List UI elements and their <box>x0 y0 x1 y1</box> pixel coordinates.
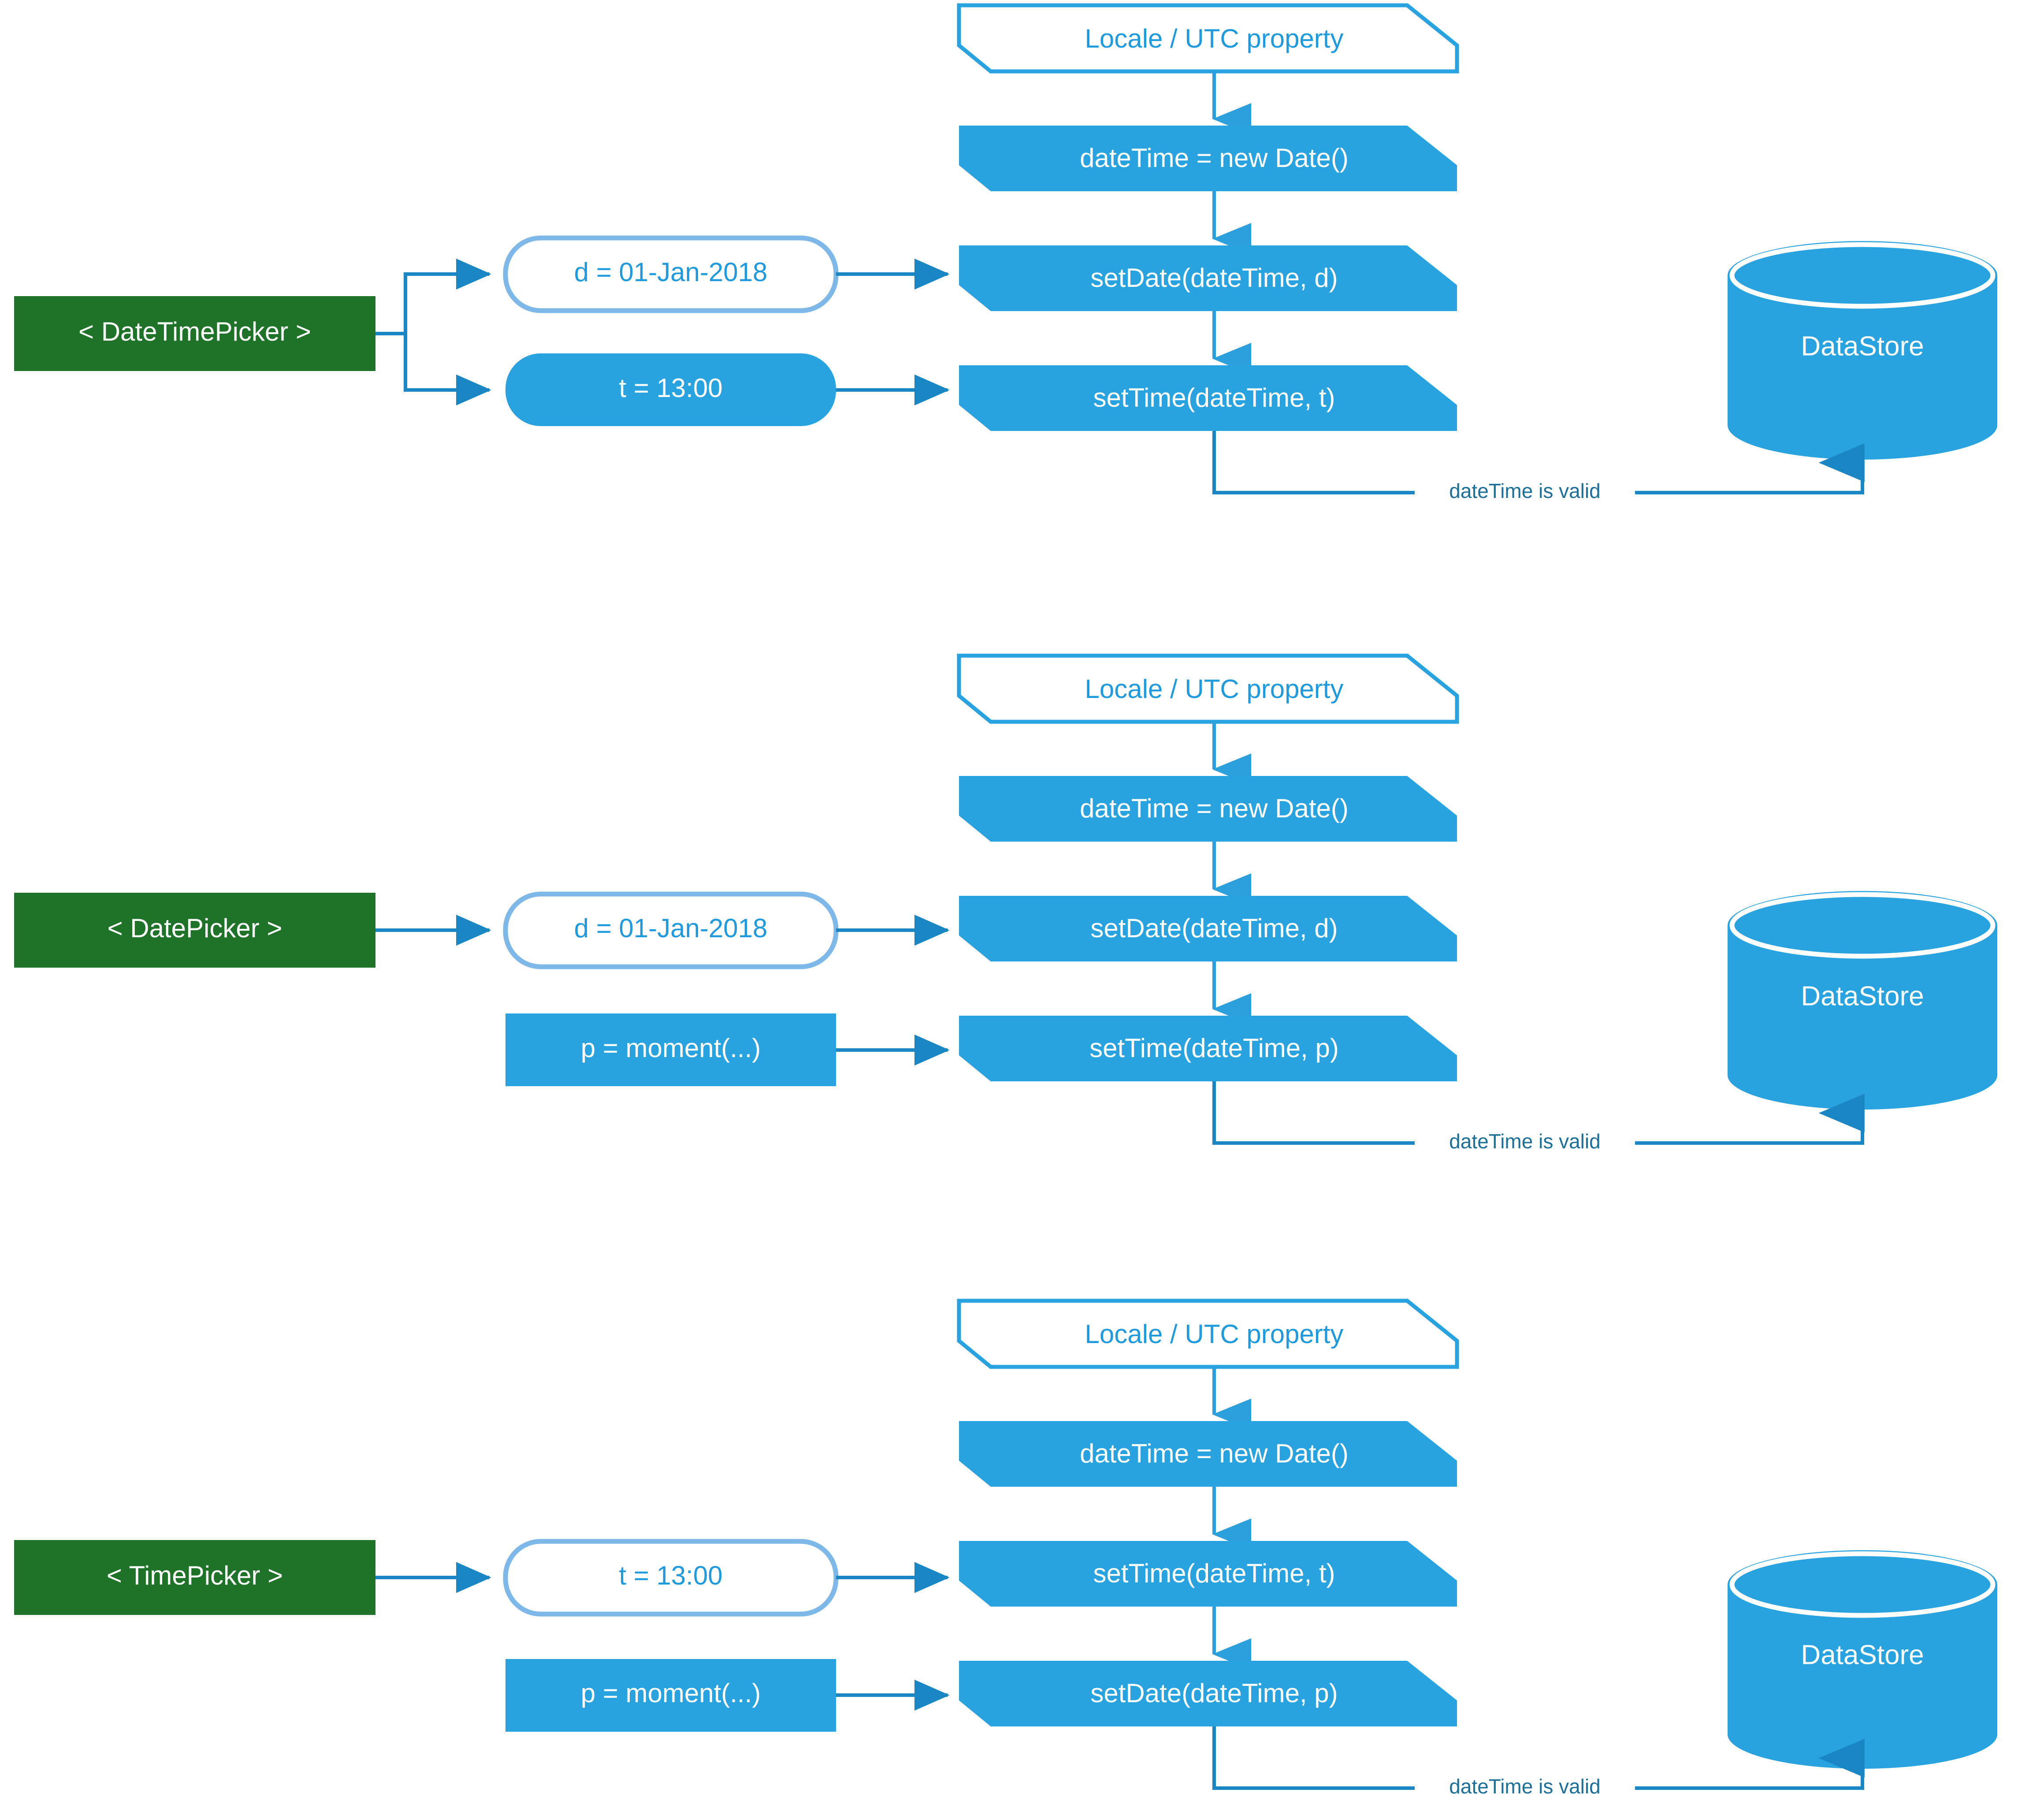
edge-label-bg-1 <box>1415 482 1635 504</box>
step-new-date-node-2[interactable]: dateTime = new Date() <box>959 776 1457 842</box>
step-settime-node-1[interactable]: setTime(dateTime, t) <box>959 365 1457 431</box>
hexagon-outline-shape <box>957 3 1459 74</box>
input-node-2-0[interactable]: d = 01-Jan-2018 <box>503 891 839 969</box>
hexagon-filled-shape <box>959 1016 1457 1081</box>
hexagon-filled-shape <box>959 126 1457 191</box>
edge-label-2: dateTime is valid <box>1449 1130 1600 1153</box>
step-label-3-1: setTime(dateTime, t) <box>1093 1559 1335 1588</box>
input-label-3-1: p = moment(...) <box>581 1678 761 1708</box>
input-label-1-0: d = 01-Jan-2018 <box>574 257 768 287</box>
section-timepicker: Locale / UTC property dateTime = new Dat… <box>14 1299 1997 1799</box>
edge-label-1: dateTime is valid <box>1449 479 1600 502</box>
section-datetimepicker: Locale / UTC property dateTime = new Dat… <box>14 3 1997 504</box>
cylinder-top-fill <box>1728 891 1997 960</box>
input-label-1-1: t = 13:00 <box>619 373 722 403</box>
connector-source-to-input-1-0 <box>404 258 491 334</box>
hexagon-filled-shape <box>959 776 1457 842</box>
square-filled-shape <box>505 1659 836 1732</box>
input-label-3-0: t = 13:00 <box>619 1561 722 1590</box>
section-datepicker: Locale / UTC property dateTime = new Dat… <box>14 653 1997 1154</box>
cylinder-body-shape <box>1728 1585 1997 1769</box>
source-node-timepicker[interactable]: < TimePicker > <box>14 1540 375 1615</box>
step-setdate-node-3[interactable]: setDate(dateTime, p) <box>959 1661 1457 1726</box>
hexagon-outline-shape <box>957 653 1459 724</box>
source-node-datetimepicker[interactable]: < DateTimePicker > <box>14 296 375 371</box>
locale-utc-property-node-1[interactable]: Locale / UTC property <box>957 3 1459 74</box>
locale-utc-property-label-1: Locale / UTC property <box>1085 24 1344 53</box>
source-rect-shape <box>14 1540 375 1615</box>
datastore-node-3[interactable]: DataStore <box>1728 1550 1997 1769</box>
edge-label-bg-3 <box>1415 1777 1635 1799</box>
hexagon-filled-shape <box>959 365 1457 431</box>
input-node-1-1[interactable]: t = 13:00 <box>505 353 836 426</box>
source-node-datepicker[interactable]: < DatePicker > <box>14 893 375 968</box>
hexagon-filled-shape <box>959 896 1457 961</box>
step-label-3-0: dateTime = new Date() <box>1080 1439 1349 1468</box>
hexagon-filled-shape <box>959 1541 1457 1607</box>
cylinder-top-ellipse <box>1729 1551 1996 1618</box>
input-node-3-0[interactable]: t = 13:00 <box>503 1539 839 1617</box>
input-label-2-0: d = 01-Jan-2018 <box>574 913 768 943</box>
edge-label-bg-2 <box>1415 1132 1635 1154</box>
datastore-label-2: DataStore <box>1801 981 1924 1011</box>
source-rect-shape <box>14 893 375 968</box>
source-rect-shape <box>14 296 375 371</box>
step-settime-node-2[interactable]: setTime(dateTime, p) <box>959 1016 1457 1081</box>
locale-utc-property-node-2[interactable]: Locale / UTC property <box>957 653 1459 724</box>
hexagon-filled-shape <box>959 245 1457 311</box>
cylinder-body-shape <box>1728 275 1997 460</box>
locale-utc-property-label-2: Locale / UTC property <box>1085 674 1344 704</box>
step-new-date-node-3[interactable]: dateTime = new Date() <box>959 1421 1457 1487</box>
datastore-label-3: DataStore <box>1801 1640 1924 1670</box>
hexagon-filled-shape <box>959 1421 1457 1487</box>
input-label-2-1: p = moment(...) <box>581 1033 761 1063</box>
input-node-3-1[interactable]: p = moment(...) <box>505 1659 836 1732</box>
step-label-2-2: setTime(dateTime, p) <box>1089 1033 1339 1063</box>
step-setdate-node-2[interactable]: setDate(dateTime, d) <box>959 896 1457 961</box>
step-label-2-0: dateTime = new Date() <box>1080 794 1349 823</box>
source-label-1: < DateTimePicker > <box>78 317 311 346</box>
cylinder-top-fill <box>1728 1550 1997 1619</box>
hexagon-filled-shape <box>959 1661 1457 1726</box>
cylinder-top-ellipse <box>1729 892 1996 959</box>
cylinder-top-fill <box>1728 241 1997 310</box>
step-label-1-0: dateTime = new Date() <box>1080 143 1349 173</box>
input-node-2-1[interactable]: p = moment(...) <box>505 1013 836 1086</box>
source-label-2: < DatePicker > <box>108 913 282 943</box>
locale-utc-property-node-3[interactable]: Locale / UTC property <box>957 1299 1459 1369</box>
hexagon-outline-shape <box>957 1299 1459 1369</box>
step-label-2-1: setDate(dateTime, d) <box>1090 913 1338 943</box>
step-settime-node-3[interactable]: setTime(dateTime, t) <box>959 1541 1457 1607</box>
input-node-1-0[interactable]: d = 01-Jan-2018 <box>503 235 839 313</box>
square-filled-shape <box>505 1013 836 1086</box>
source-label-3: < TimePicker > <box>107 1561 283 1590</box>
cylinder-body-shape <box>1728 925 1997 1110</box>
rounded-filled-shape <box>505 353 836 426</box>
cylinder-top-ellipse <box>1729 242 1996 309</box>
step-setdate-node-1[interactable]: setDate(dateTime, d) <box>959 245 1457 311</box>
edge-label-3: dateTime is valid <box>1449 1775 1600 1798</box>
datastore-node-2[interactable]: DataStore <box>1728 891 1997 1110</box>
step-label-1-2: setTime(dateTime, t) <box>1093 383 1335 412</box>
step-new-date-node-1[interactable]: dateTime = new Date() <box>959 126 1457 191</box>
step-label-1-1: setDate(dateTime, d) <box>1090 263 1338 293</box>
connector-source-to-input-1-1 <box>404 334 491 406</box>
datastore-label-1: DataStore <box>1801 331 1924 361</box>
datastore-node-1[interactable]: DataStore <box>1728 241 1997 460</box>
locale-utc-property-label-3: Locale / UTC property <box>1085 1319 1344 1349</box>
step-label-3-2: setDate(dateTime, p) <box>1090 1678 1338 1708</box>
